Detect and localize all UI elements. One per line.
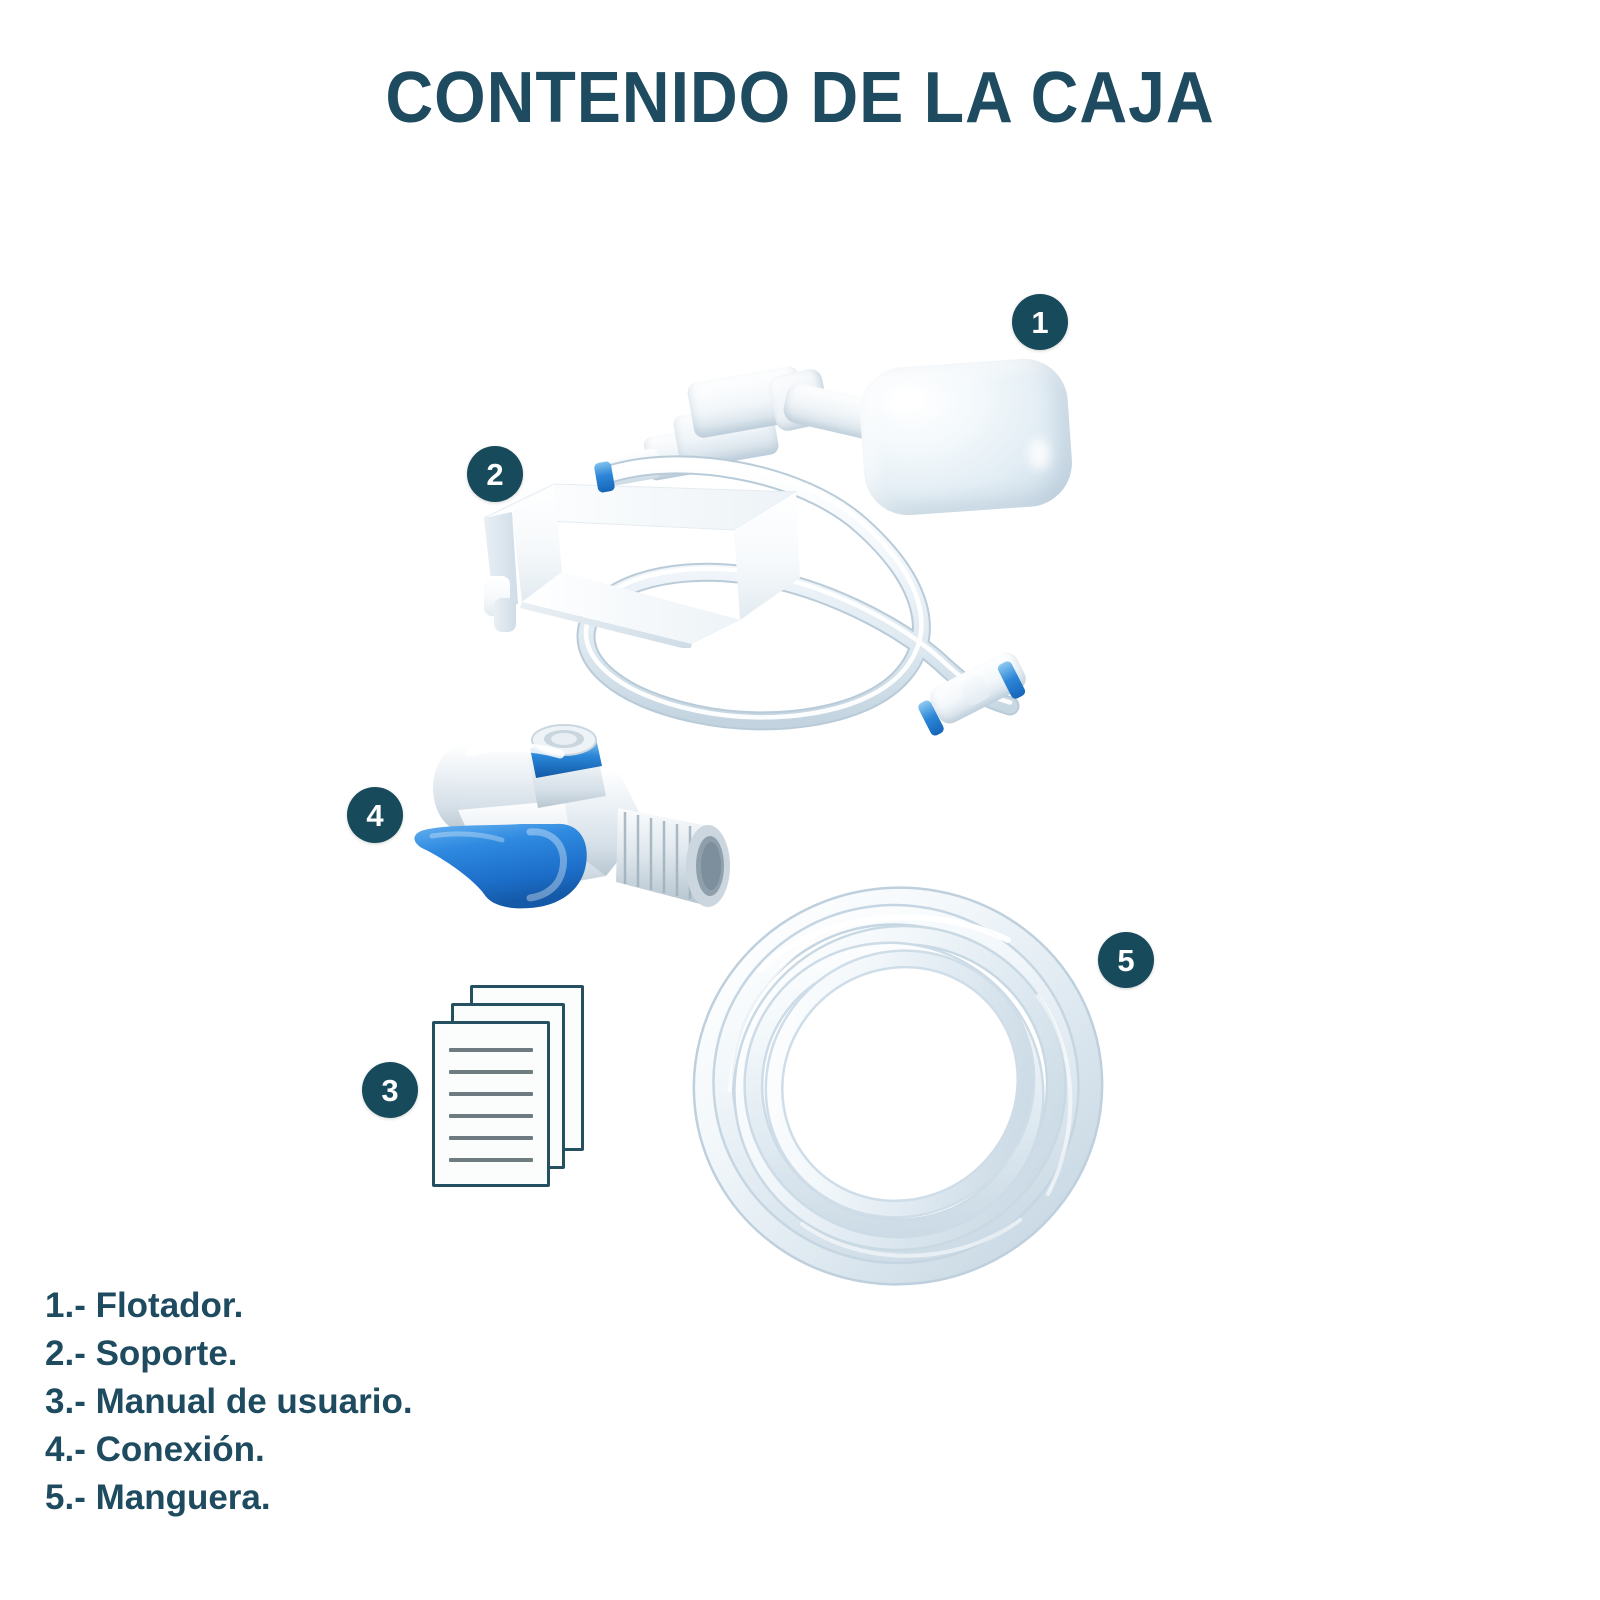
coiled-hose-icon bbox=[692, 886, 1104, 1286]
document-line bbox=[449, 1092, 533, 1096]
document-line bbox=[449, 1070, 533, 1074]
document-sheet-front bbox=[432, 1021, 550, 1187]
badge-3[interactable]: 3 bbox=[362, 1062, 418, 1118]
document-line bbox=[449, 1048, 533, 1052]
legend-item-5: 5.- Manguera. bbox=[45, 1478, 271, 1517]
documents-icon bbox=[430, 985, 600, 1187]
badge-5[interactable]: 5 bbox=[1098, 932, 1154, 988]
legend-item-2: 2.- Soporte. bbox=[45, 1334, 238, 1373]
document-line bbox=[449, 1114, 533, 1118]
page-title: CONTENIDO DE LA CAJA bbox=[385, 58, 1215, 138]
badge-2[interactable]: 2 bbox=[467, 446, 523, 502]
tubing-icon bbox=[576, 455, 1020, 731]
document-line bbox=[449, 1158, 533, 1162]
legend-item-4: 4.- Conexión. bbox=[45, 1430, 265, 1469]
legend-item-3: 3.- Manual de usuario. bbox=[45, 1382, 413, 1421]
shutoff-valve-icon bbox=[414, 724, 730, 909]
float-ball-highlight-2 bbox=[1028, 438, 1050, 470]
bracket-icon bbox=[483, 483, 800, 648]
legend: 1.- Flotador. 2.- Soporte. 3.- Manual de… bbox=[45, 1282, 413, 1522]
legend-item-1: 1.- Flotador. bbox=[45, 1286, 244, 1325]
badge-4[interactable]: 4 bbox=[347, 787, 403, 843]
badge-1[interactable]: 1 bbox=[1012, 294, 1068, 350]
document-line bbox=[449, 1136, 533, 1140]
